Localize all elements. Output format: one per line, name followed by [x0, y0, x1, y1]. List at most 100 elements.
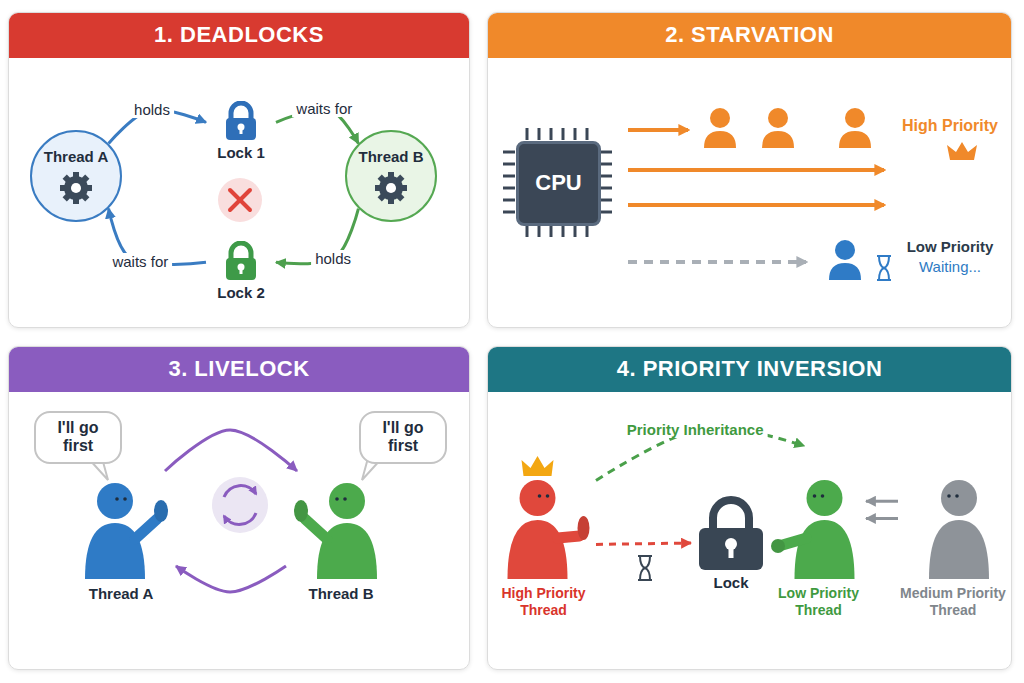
lock-label: Lock 2	[217, 281, 265, 302]
edge-label: waits for	[108, 253, 172, 270]
gear-icon	[65, 177, 88, 200]
cpu-pins	[600, 175, 612, 178]
cpu-pins	[503, 151, 515, 154]
lock-icon	[240, 268, 243, 274]
deadlock-x-mark	[218, 178, 262, 222]
lock-icon	[231, 103, 251, 119]
person-figure	[771, 480, 855, 579]
cycle-icon	[212, 477, 268, 533]
thread-person: Low Priority Thread	[771, 446, 866, 619]
speech-text: I'll go first	[42, 419, 114, 456]
cpu-pins	[562, 225, 565, 237]
person-figure	[538, 494, 542, 498]
gear-icon	[71, 183, 81, 193]
person-figure	[115, 497, 119, 501]
person-figure	[955, 494, 959, 498]
panel-header: 3. LIVELOCK	[9, 347, 469, 392]
thread-person: Medium Priority Thread	[898, 446, 1008, 619]
panel-title: 3. LIVELOCK	[168, 356, 309, 382]
thread-circle: Thread B	[345, 130, 437, 222]
cpu-arrows	[628, 203, 884, 207]
speech-bubble-tail	[88, 458, 382, 480]
person-figure	[520, 480, 556, 516]
low-priority-person	[829, 263, 861, 280]
section-panel: 3. LIVELOCKI'll go firstI'll go firstThr…	[8, 346, 470, 670]
high-priority-people	[845, 108, 865, 128]
gear-icon	[65, 177, 88, 200]
cycle-icon	[212, 477, 268, 533]
cpu-pins	[586, 128, 589, 140]
cpu-label: CPU	[535, 170, 581, 196]
thread-label: Thread B	[358, 148, 423, 166]
cpu-pins	[586, 225, 589, 237]
speech-bubble: I'll go first	[359, 411, 447, 464]
lock-icon	[713, 500, 749, 530]
cpu-pins	[574, 128, 577, 140]
person-figure	[97, 483, 133, 519]
cpu-pins	[550, 128, 553, 140]
panel-title: 1. DEADLOCKS	[154, 22, 324, 48]
high-priority-people	[768, 108, 788, 128]
edge-label-box: waits for	[292, 100, 356, 118]
person-figure	[941, 480, 977, 516]
crown-icon	[522, 456, 554, 476]
cpu-arrows	[628, 260, 806, 264]
person-figure	[66, 471, 176, 581]
person-figure	[508, 456, 590, 579]
lock-icon	[226, 103, 256, 140]
priority-label: Low Priority	[907, 238, 994, 255]
edge-label-box: waits for	[108, 253, 172, 271]
person-figure	[546, 494, 550, 498]
person-figure	[343, 497, 347, 501]
person-figure	[929, 520, 989, 579]
cpu-pins	[503, 128, 612, 237]
person-figure	[294, 483, 377, 579]
person-figure	[286, 471, 396, 581]
lock-icon	[226, 118, 256, 140]
cpu-pins	[503, 187, 515, 190]
panel-title: 2. STARVATION	[665, 22, 834, 48]
connector-arrow	[165, 430, 297, 471]
edge-label: holds	[311, 250, 355, 267]
section-panel: 4. PRIORITY INVERSIONHigh Priority Threa…	[487, 346, 1012, 670]
gear-icon	[386, 183, 396, 193]
gear-icon	[371, 168, 411, 208]
deadlock-x-mark	[218, 178, 262, 222]
section-panel: 2. STARVATION CPU	[487, 12, 1012, 328]
cpu-pins	[503, 199, 515, 202]
cpu-pins	[574, 225, 577, 237]
lock-icon	[223, 101, 259, 141]
thread-label: Thread A	[44, 148, 108, 166]
person-figure	[558, 536, 580, 538]
low-priority-person	[829, 240, 861, 280]
lock-label: Lock	[713, 571, 748, 592]
gear-icon	[56, 168, 96, 208]
person-figure	[85, 483, 168, 579]
high-priority-people	[710, 108, 730, 128]
cycle-icon	[224, 513, 256, 524]
person-figure	[947, 494, 951, 498]
person-figure	[335, 497, 339, 501]
person-figure	[929, 480, 989, 579]
cpu-arrows	[628, 128, 688, 132]
lock-icon	[231, 243, 251, 259]
cpu-pins	[550, 225, 553, 237]
cpu-pins	[526, 225, 529, 237]
gear-icon	[60, 172, 92, 204]
lock-icon	[226, 243, 256, 280]
cpu-pins	[503, 163, 515, 166]
cpu-pins	[600, 151, 612, 154]
lock-icon	[699, 500, 763, 570]
priority-label: High Priority	[902, 117, 998, 135]
cpu-pins	[600, 163, 612, 166]
person-figure	[491, 446, 596, 581]
cpu-pins	[538, 225, 541, 237]
cycle-icon	[224, 486, 256, 497]
edge-label-box: holds	[311, 250, 355, 268]
person-figure	[898, 446, 1008, 581]
person-figure	[771, 539, 785, 553]
connector-arrow	[866, 517, 898, 520]
person-figure	[813, 494, 817, 498]
